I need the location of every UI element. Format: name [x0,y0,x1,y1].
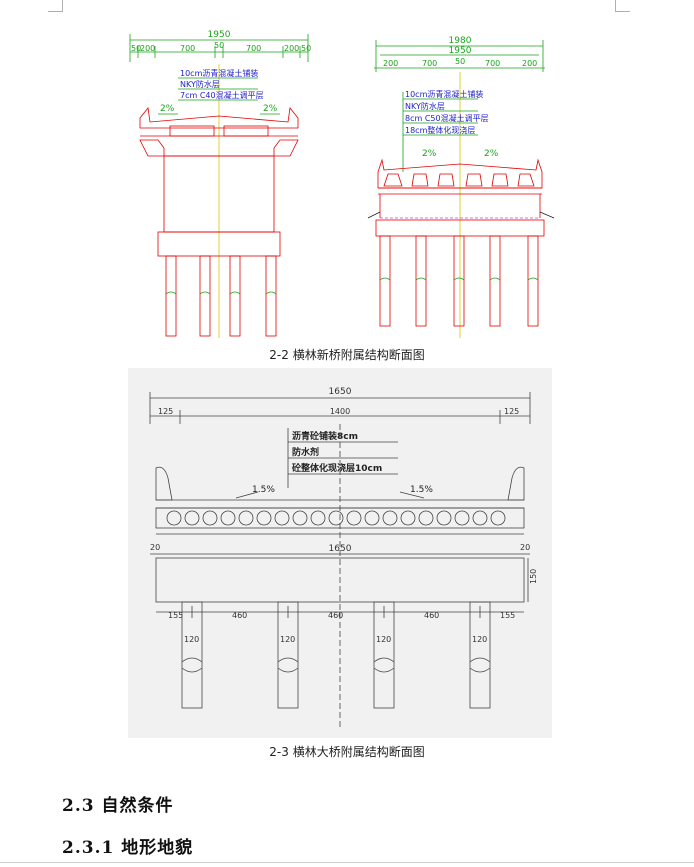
fig23-layer-3: 砼整体化现浇层10cm [292,462,382,474]
right-total-dim-top: 1980 [449,36,472,46]
left-layer-2: NKY防水层 [180,79,220,89]
fig23-pile-spacing-4: 460 [424,611,439,620]
fig23-layer-2: 防水剂 [292,446,319,458]
right-seg-4: 700 [485,59,500,68]
section-heading-2-3: 2.3 自然条件 [62,796,174,816]
left-seg-6: 200 [284,44,299,53]
fig23-pile-spacing-2: 460 [232,611,247,620]
left-seg-4: 50 [214,41,224,50]
right-seg-2: 700 [422,59,437,68]
left-seg-2: 200 [140,44,155,53]
hollow-slabs [166,510,506,526]
right-layer-4: 18cm整体化现浇层 [405,125,475,135]
right-layer-2: NKY防水层 [405,101,445,111]
fig23-pile-dia-3: 120 [376,635,391,644]
crop-mark-top-left [48,11,63,12]
fig23-pile-spacing-3: 460 [328,611,343,620]
right-layer-3: 8cm C50混凝土调平层 [405,113,489,123]
fig23-slope-1: 1.5% [252,485,275,495]
left-layer-1: 10cm沥青混凝土铺装 [180,68,258,78]
left-total-dim: 1950 [208,30,231,40]
crop-mark-top-left [62,0,63,12]
figure-2-2-caption: 2-2 横林新桥附属结构断面图 [269,348,425,362]
fig23-layer-1: 沥青砼铺装8cm [292,430,358,442]
fig23-top-seg-1: 125 [158,407,173,416]
fig23-pile-spacing-5: 155 [500,611,515,620]
figure-2-3-drawing: 1650 125 1400 125 沥青砼铺装8cm 防水剂 砼整体化现浇层10… [128,368,552,738]
fig23-pile-dia-1: 120 [184,635,199,644]
fig23-cap-overhang-left: 20 [150,543,160,552]
figure-2-2-drawing: 1950 50 200 700 50 700 200 50 10cm沥青混凝土铺… [129,30,555,338]
right-slope-2: 2% [484,149,499,159]
section-heading-2-3-1: 2.3.1 地形地貌 [62,838,194,858]
crop-mark-top-right [615,0,616,12]
left-slope-2: 2% [263,104,278,114]
fig23-top-seg-2: 1400 [330,407,350,416]
right-layer-1: 10cm沥青混凝土铺装 [405,89,483,99]
right-section: 1980 1950 200 700 50 700 200 10cm沥青混凝土铺装… [367,36,555,338]
fig23-pile-spacing-1: 155 [168,611,183,620]
left-seg-7: 50 [301,44,311,53]
right-seg-5: 200 [522,59,537,68]
right-slope-1: 2% [422,149,437,159]
right-seg-3: 50 [455,57,465,66]
left-section: 1950 50 200 700 50 700 200 50 10cm沥青混凝土铺… [129,30,311,338]
fig23-cap-overhang-right: 20 [520,543,530,552]
fig23-slope-2: 1.5% [410,485,433,495]
left-seg-3: 700 [180,44,195,53]
fig23-top-total: 1650 [329,387,352,397]
figure-2-3-caption: 2-3 横林大桥附属结构断面图 [269,745,425,759]
left-seg-5: 700 [246,44,261,53]
right-seg-1: 200 [383,59,398,68]
right-total-dim: 1950 [449,46,472,56]
crop-mark-top-right [615,11,630,12]
left-layer-3: 7cm C40混凝土调平层 [180,90,264,100]
fig23-top-seg-3: 125 [504,407,519,416]
fig23-pile-dia-4: 120 [472,635,487,644]
left-slope-1: 2% [160,104,175,114]
left-seg-1: 50 [131,44,141,53]
fig23-cap-height: 150 [529,569,538,584]
page-bottom-rule [0,862,694,863]
fig23-cap-width: 1650 [329,544,352,554]
fig23-pile-dia-2: 120 [280,635,295,644]
